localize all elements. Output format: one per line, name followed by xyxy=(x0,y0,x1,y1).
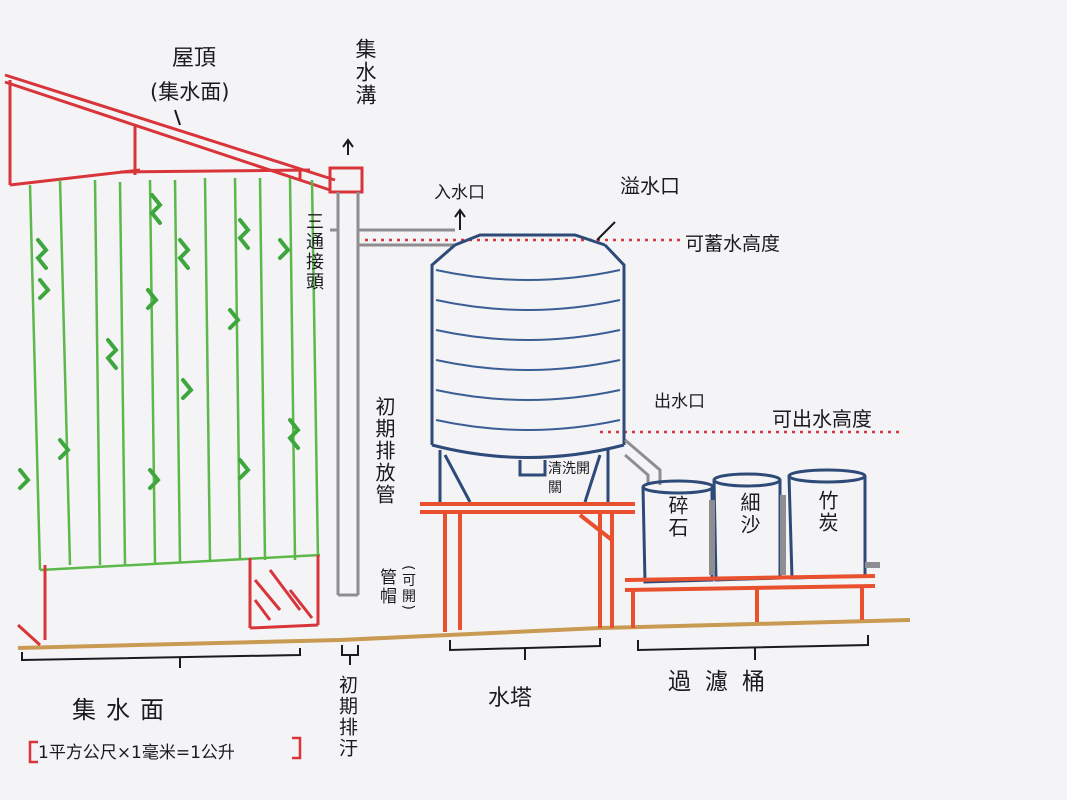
roof-sub-label: (集水面) xyxy=(150,80,230,104)
base-hatch xyxy=(16,569,314,647)
bucket-connectors xyxy=(709,495,880,575)
plant-wall xyxy=(28,177,321,572)
roof-label: 屋頂 xyxy=(172,46,217,71)
formula-label: 1平方公尺×1毫米=1公升 xyxy=(38,743,235,763)
storage-height-label: 可蓄水高度 xyxy=(685,233,781,255)
water-tank xyxy=(430,233,626,477)
first-flush-drain-label: 初期排汙 xyxy=(336,675,358,759)
gutter-box xyxy=(328,166,364,194)
first-flush-pipe xyxy=(330,192,455,597)
tee-joint-label: 三通接頭 xyxy=(303,212,324,292)
filter-sand-label: 細沙 xyxy=(737,492,761,536)
roof xyxy=(4,73,336,192)
cap-label: 管帽 xyxy=(376,568,396,606)
ground-line xyxy=(17,618,911,650)
filter-bucket-label: 過濾桶 xyxy=(668,669,779,695)
filter-charcoal-label: 竹炭 xyxy=(815,490,839,534)
wall-posts xyxy=(43,555,320,640)
tank-legs xyxy=(438,450,610,503)
filter-gravel-label: 碎石 xyxy=(665,495,689,539)
tank-ridges xyxy=(435,269,621,431)
filter-stand xyxy=(624,574,876,628)
plant-leaves xyxy=(18,193,301,490)
inlet-label: 入水口 xyxy=(434,183,485,203)
tank-stand xyxy=(420,502,635,632)
cap-note-label: (可開) xyxy=(400,565,416,612)
drain-valve-label: 清洗開關 xyxy=(548,461,590,496)
gutter-label: 集水溝 xyxy=(353,38,377,107)
first-flush-pipe-label: 初期排放管 xyxy=(372,396,396,506)
catchment-label: 集水面 xyxy=(72,696,174,724)
brackets xyxy=(21,109,869,668)
overflow-label: 溢水口 xyxy=(620,174,680,198)
outflow-height-label: 可出水高度 xyxy=(772,407,872,431)
outlet-label: 出水口 xyxy=(654,392,705,412)
outlet-pipe xyxy=(624,438,662,485)
formula-brackets xyxy=(28,736,302,764)
water-tower-label: 水塔 xyxy=(488,686,533,711)
